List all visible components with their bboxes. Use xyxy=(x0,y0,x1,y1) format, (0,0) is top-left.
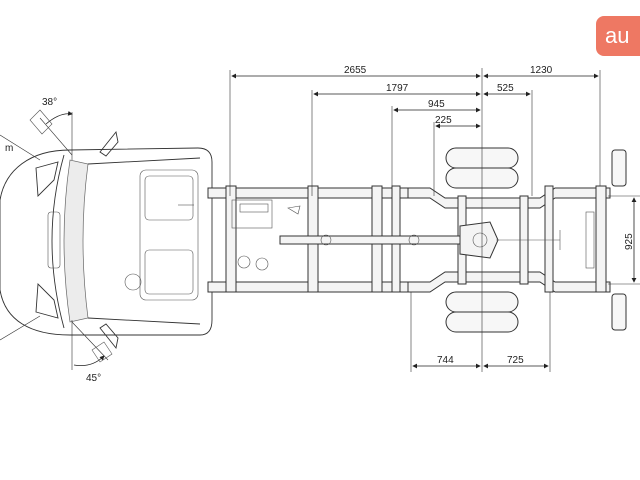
dim-744-label: 744 xyxy=(437,355,454,366)
dim-945-label: 945 xyxy=(428,99,445,110)
chassis-frame xyxy=(207,185,611,293)
brand-badge[interactable]: au xyxy=(596,16,640,56)
angle-45-label: 45° xyxy=(86,373,101,384)
dim-725-label: 725 xyxy=(507,355,524,366)
dim-225-label: 225 xyxy=(435,115,452,126)
angle-38-label: 38° xyxy=(42,97,57,108)
dim-2655-label: 2655 xyxy=(344,65,367,76)
cab-outline xyxy=(0,130,213,350)
dimension-lines xyxy=(229,68,640,372)
partial-dimension-label: m xyxy=(5,143,13,154)
dim-925-label: 925 xyxy=(624,233,635,250)
dim-1230-label: 1230 xyxy=(530,65,553,76)
dim-1797-label: 1797 xyxy=(386,83,409,94)
angle-guides xyxy=(0,109,113,370)
dim-525-label: 525 xyxy=(497,83,514,94)
rear-bumper xyxy=(611,149,627,331)
